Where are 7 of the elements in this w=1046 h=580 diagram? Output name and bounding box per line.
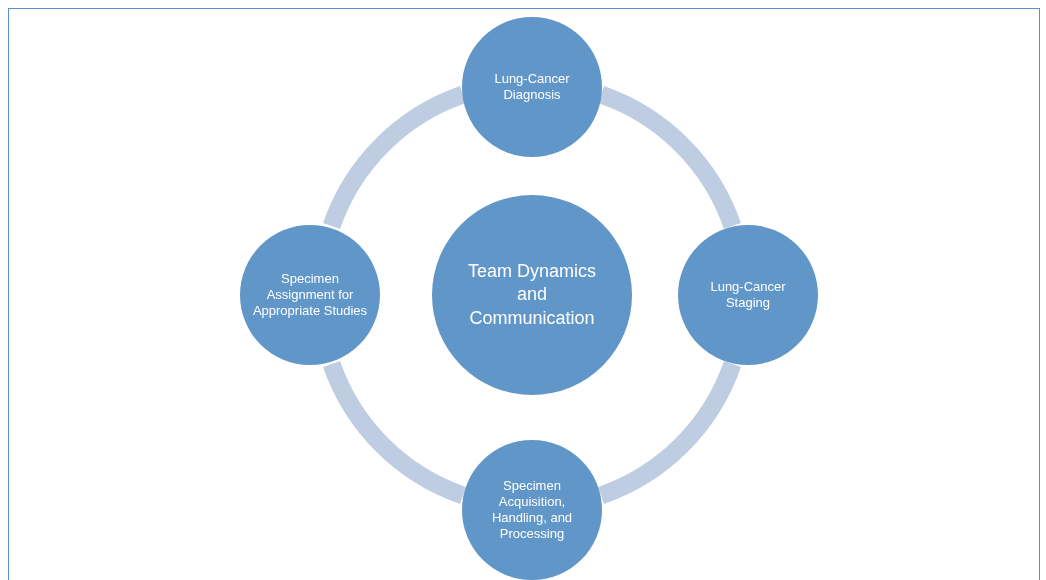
- node-label: Team Dynamics and Communication: [467, 259, 597, 330]
- node-label: Lung-Cancer Staging: [709, 278, 787, 312]
- ring-connector: [323, 360, 467, 504]
- node-label: Lung-Cancer Diagnosis: [493, 70, 571, 104]
- node-label: Specimen Acquisition, Handling, and Processing: [490, 477, 574, 543]
- node-label: Specimen Assignment for Appropriate Studies: [252, 270, 368, 320]
- ring-connector: [597, 360, 741, 504]
